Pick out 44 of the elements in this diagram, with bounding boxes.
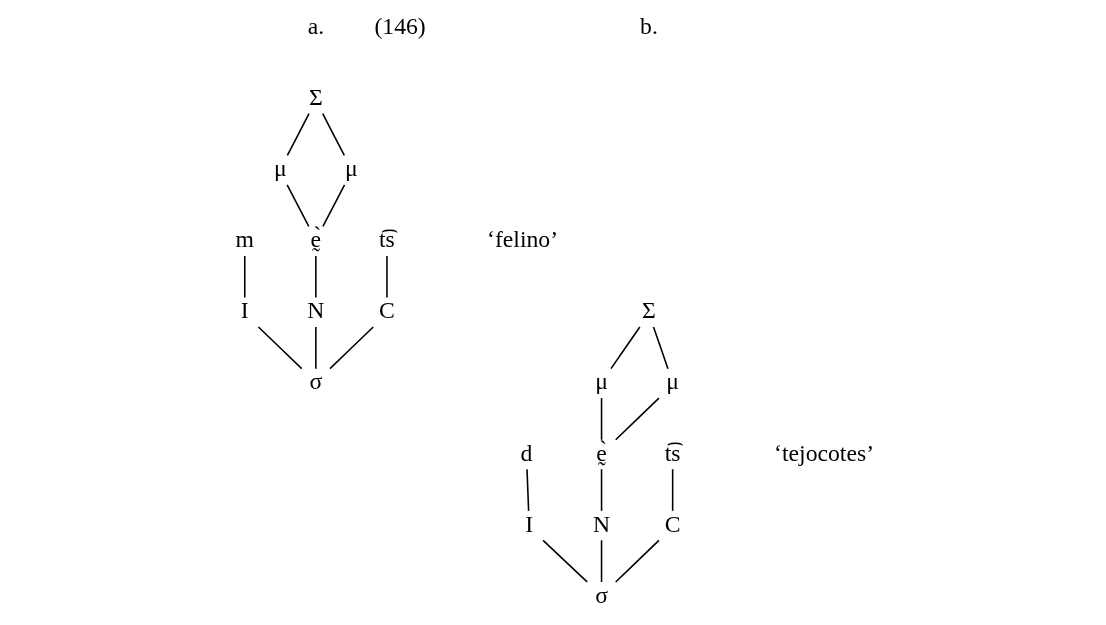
connector <box>614 397 660 441</box>
node-text: d <box>520 439 532 466</box>
connector <box>321 184 345 228</box>
connector <box>671 468 673 512</box>
node-text: Σ <box>641 297 656 324</box>
connector <box>600 539 602 583</box>
node-text: C <box>664 510 681 537</box>
connector <box>614 539 660 583</box>
label: b. <box>639 12 658 39</box>
connector <box>600 397 602 441</box>
node-text: μ <box>273 155 287 182</box>
connector <box>541 539 588 583</box>
label: ‘tejocotes’ <box>773 439 874 466</box>
connector <box>314 326 317 370</box>
node-text: σ <box>308 368 322 395</box>
node-text: ḛ̀ <box>595 439 607 466</box>
connector <box>609 326 641 370</box>
connector <box>285 184 310 228</box>
connector <box>328 326 374 370</box>
connector <box>243 255 246 299</box>
connector <box>257 326 302 370</box>
node-text: N <box>306 297 324 324</box>
node-text: Σ <box>308 84 323 110</box>
connector <box>321 112 345 157</box>
label: a. <box>307 12 324 39</box>
node-text: I <box>524 510 533 537</box>
connector <box>286 112 310 157</box>
node-text: I <box>240 297 249 324</box>
node-text: σ <box>594 581 608 608</box>
node-text: N <box>592 510 610 537</box>
label: (146) <box>373 12 426 39</box>
node-text: C <box>378 297 395 324</box>
connector <box>600 468 602 512</box>
node-text: m <box>235 226 254 253</box>
node-text: μ <box>344 155 358 182</box>
connector <box>652 326 669 370</box>
node-text: μ <box>665 368 679 395</box>
node-text: ḛ̀ <box>310 226 321 253</box>
label: ‘felino’ <box>486 226 558 253</box>
connector <box>314 255 317 299</box>
node-text: t͡s <box>664 439 681 466</box>
node-text: μ <box>594 368 608 395</box>
connector <box>525 468 529 512</box>
connector <box>385 255 388 299</box>
